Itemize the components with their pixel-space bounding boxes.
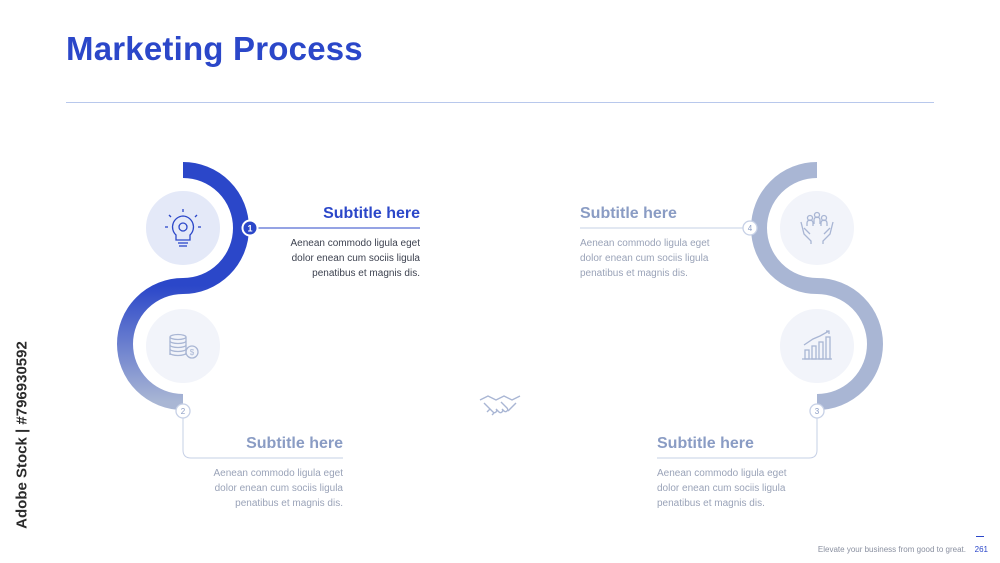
step-1-description: Aenean commodo ligula eget dolor enean c… — [290, 238, 420, 279]
step-2-connector — [182, 411, 343, 459]
step-2-icon-circle — [140, 303, 226, 389]
step-4-number: 4 — [748, 224, 753, 233]
stock-watermark: Adobe Stock | #796930592 — [0, 320, 44, 550]
path-segment-left-curve — [117, 162, 249, 410]
step-3-connector — [657, 411, 818, 459]
step-3-icon-circle — [774, 303, 860, 389]
step-4-badge: 4 — [742, 220, 758, 236]
step-1-number: 1 — [247, 224, 252, 234]
coins-icon: $ — [169, 333, 199, 359]
step-4-subtitle: Subtitle here — [580, 205, 677, 222]
step-3-description: Aenean commodo ligula eget dolor enean c… — [657, 468, 787, 509]
bar-chart-icon — [802, 330, 832, 360]
step-2-subtitle: Subtitle here — [246, 435, 343, 452]
step-1-badge: 1 — [241, 219, 259, 237]
step-2-number: 2 — [181, 407, 186, 416]
page-number-tick — [976, 536, 984, 537]
step-4-icon-circle — [774, 185, 860, 271]
title-divider — [66, 102, 934, 103]
footer-tagline: Elevate your business from good to great… — [817, 545, 966, 554]
step-3-number: 3 — [815, 407, 820, 416]
step-4-description: Aenean commodo ligula eget dolor enean c… — [580, 238, 710, 279]
step-2-description: Aenean commodo ligula eget dolor enean c… — [213, 468, 343, 509]
step-3-subtitle: Subtitle here — [657, 435, 754, 452]
step-3-badge: 3 — [809, 403, 825, 419]
svg-text:$: $ — [190, 348, 195, 357]
handshake-icon — [479, 395, 521, 416]
path-segment-right-curve — [751, 162, 883, 410]
page-title: Marketing Process — [66, 30, 363, 67]
step-1-subtitle: Subtitle here — [323, 205, 420, 222]
lightbulb-gear-icon — [165, 209, 201, 247]
stock-watermark-text: Adobe Stock | #796930592 — [13, 341, 31, 529]
step-1-icon-circle — [140, 185, 226, 271]
page-number: 261 — [974, 545, 988, 554]
team-hands-icon — [800, 211, 834, 244]
step-2-badge: 2 — [175, 403, 191, 419]
